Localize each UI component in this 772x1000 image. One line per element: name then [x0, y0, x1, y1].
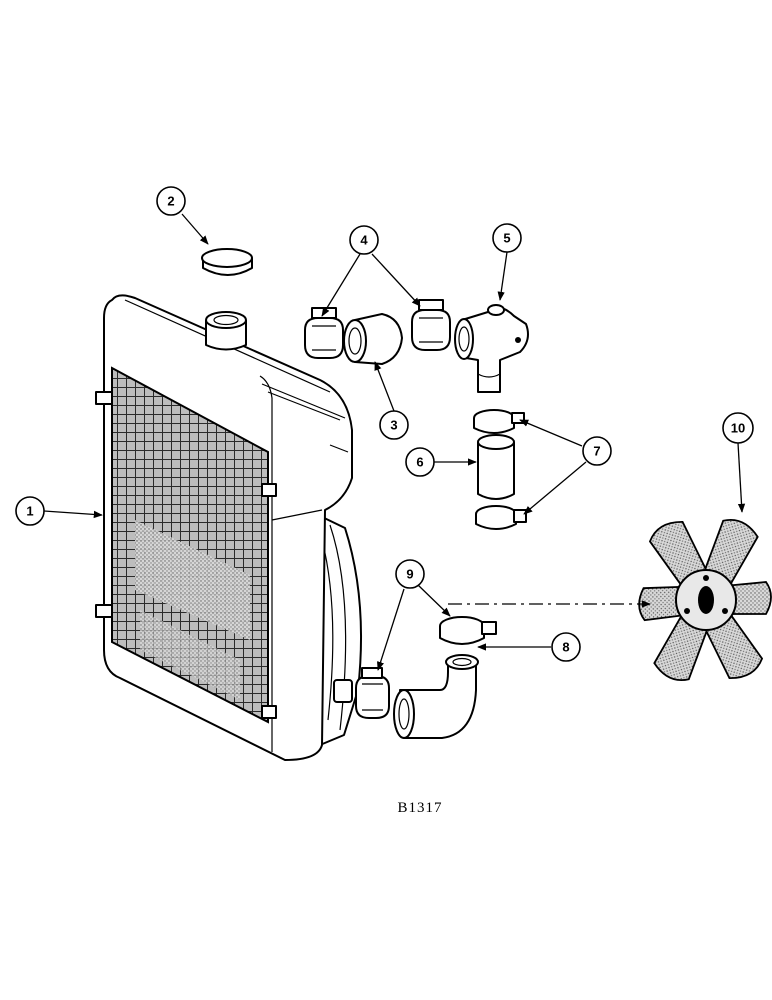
callout-8-label: 8 [562, 640, 569, 655]
callout-2-label: 2 [167, 194, 174, 209]
upper-hose [343, 313, 403, 365]
hose-clamp-right [411, 299, 451, 351]
callout-1-label: 1 [26, 504, 33, 519]
lower-hose-elbow [393, 654, 479, 739]
callout-7-label: 7 [593, 444, 600, 459]
callout-5-label: 5 [503, 231, 510, 246]
callout-8: 8 [551, 632, 581, 662]
leader-lines [43, 213, 746, 671]
figure-label: B1317 [397, 800, 443, 816]
bypass-hose [477, 434, 515, 500]
filler-neck [205, 311, 247, 351]
callout-9-label: 9 [406, 567, 413, 582]
hose-clamp-lower-right [439, 616, 497, 645]
hose-clamp-lower-left [355, 667, 390, 719]
hose-clamp-lower-bypass [475, 505, 527, 530]
callout-4: 4 [349, 225, 379, 255]
callout-5: 5 [492, 223, 522, 253]
thermostat-housing [454, 304, 529, 393]
callout-3-label: 3 [390, 418, 397, 433]
callout-7: 7 [582, 436, 612, 466]
drain-plug [333, 679, 353, 703]
mounting-bracket-top [95, 391, 113, 405]
callout-6: 6 [405, 447, 435, 477]
mounting-bracket-bottom [95, 604, 113, 618]
callout-9: 9 [395, 559, 425, 589]
radiator-assembly [95, 294, 363, 761]
hose-clamp-left [304, 307, 344, 359]
callout-6-label: 6 [416, 455, 423, 470]
radiator-cap [201, 248, 253, 276]
callout-1: 1 [15, 496, 45, 526]
callout-2: 2 [156, 186, 186, 216]
callout-10-label: 10 [731, 421, 745, 436]
callout-4-label: 4 [360, 233, 368, 248]
cooling-fan [638, 519, 772, 681]
callout-10: 10 [722, 412, 754, 444]
callout-3: 3 [379, 410, 409, 440]
hose-clamp-upper-bypass [473, 409, 525, 434]
